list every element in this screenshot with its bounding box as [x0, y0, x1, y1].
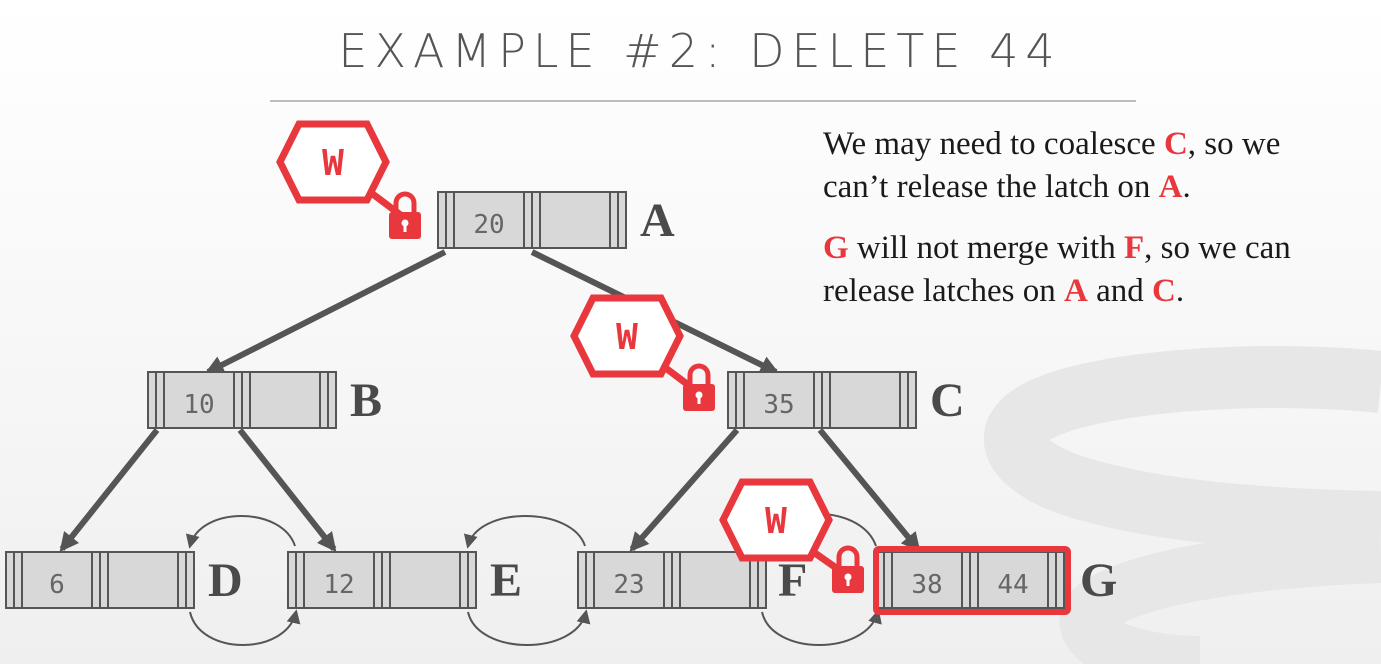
write-latch-label: W	[322, 143, 344, 184]
highlight-node-a: A	[1158, 169, 1183, 205]
node-d-key-1: 6	[49, 570, 65, 600]
node-g: 38 44 G	[873, 546, 1117, 615]
node-g-highlight	[873, 546, 1071, 615]
edge-a-b	[204, 249, 447, 375]
lock-icon	[389, 191, 421, 239]
latch-g: W	[719, 478, 864, 593]
sibling-arrow-e-f	[467, 609, 591, 646]
write-latch-label: W	[765, 501, 787, 542]
node-f-label: F	[778, 554, 807, 607]
node-a-key-1: 20	[473, 210, 504, 240]
explanation-line-2: can’t release the latch on A.	[823, 169, 1191, 205]
node-g-key-2: 44	[997, 570, 1028, 600]
highlight-node-g: G	[823, 230, 849, 266]
edge-c-f	[629, 428, 740, 552]
highlight-node-c: C	[1151, 273, 1176, 309]
node-c-key-1: 35	[763, 390, 794, 420]
sibling-arrow-f-g	[761, 609, 882, 646]
lock-icon	[832, 545, 864, 593]
node-c-label: C	[930, 374, 965, 427]
slide-title: EXAMPLE #2: DELETE 44	[338, 24, 1062, 78]
explanation-line-1: We may need to coalesce C, so we	[823, 126, 1281, 162]
node-b: 10 B	[147, 371, 382, 429]
node-c: 35 C	[727, 371, 965, 429]
edge-c-g	[817, 428, 921, 552]
node-d-label: D	[208, 554, 243, 607]
tree-edges	[59, 249, 921, 553]
edge-b-d	[59, 428, 160, 553]
sibling-arrow-d-e	[189, 609, 301, 646]
explanation-line-3: G will not merge with F, so we can	[823, 230, 1291, 266]
highlight-node-f: F	[1123, 230, 1145, 266]
edge-b-e	[237, 428, 337, 553]
write-latch-hexagon	[570, 294, 684, 378]
explanation-line-4: release latches on A and C.	[823, 273, 1185, 309]
title-divider	[270, 100, 1136, 102]
node-e-key-1: 12	[323, 570, 354, 600]
latch-c: W	[570, 294, 715, 411]
node-a-label: A	[640, 194, 675, 247]
node-e: 12 E	[287, 551, 522, 609]
write-latch-label: W	[616, 317, 638, 358]
sibling-arrow-f-e	[463, 515, 586, 549]
latch-a: W	[276, 120, 421, 239]
write-latch-hexagon	[276, 120, 390, 204]
node-b-label: B	[350, 374, 382, 427]
node-g-key-1: 38	[911, 570, 942, 600]
node-b-key-1: 10	[183, 390, 214, 420]
node-d: 6 D	[5, 551, 243, 609]
highlight-node-a: A	[1063, 273, 1088, 309]
node-f-key-1: 23	[613, 570, 644, 600]
lock-icon	[683, 363, 715, 411]
node-g-label: G	[1080, 554, 1117, 607]
node-e-label: E	[490, 554, 522, 607]
write-latch-hexagon	[719, 478, 833, 562]
sibling-arrow-e-d	[185, 515, 296, 549]
highlight-node-c: C	[1163, 126, 1188, 162]
node-a: 20 A	[437, 191, 675, 249]
